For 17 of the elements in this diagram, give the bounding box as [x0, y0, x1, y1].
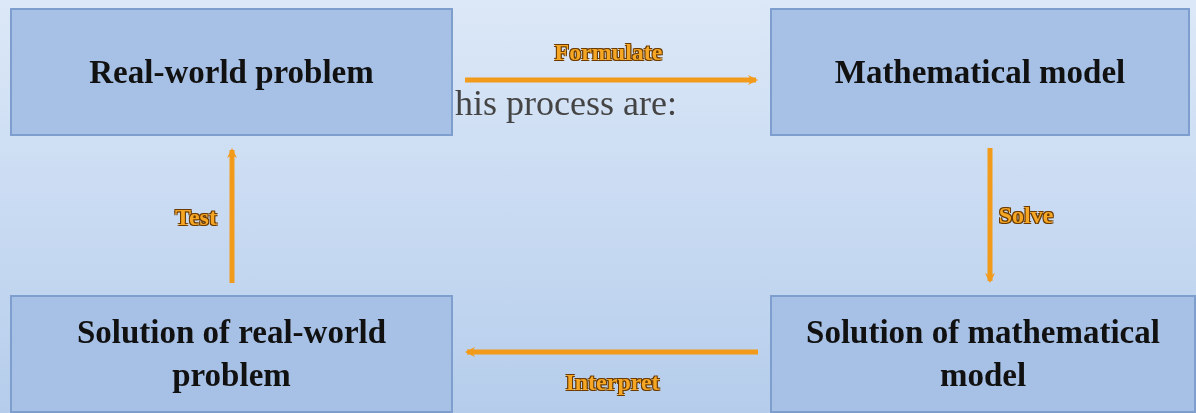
edge-label: Interpret [565, 368, 660, 396]
box-text: Solution of mathematical model [805, 313, 1161, 395]
arrow [465, 347, 758, 357]
arrow [985, 148, 995, 283]
background-text: his process are: [455, 82, 677, 124]
box-text: Mathematical model [833, 52, 1127, 92]
box-text: Solution of real-world problem [75, 313, 388, 395]
process-box [770, 295, 1196, 413]
edge-label: Formulate [554, 38, 663, 66]
arrow [465, 75, 758, 85]
process-box [10, 8, 453, 136]
box-text: Real-world problem [88, 52, 375, 92]
process-box [770, 8, 1190, 136]
process-box [10, 295, 453, 413]
edge-label: Test [175, 203, 217, 230]
edge-label: Solve [998, 201, 1054, 228]
arrow [227, 148, 237, 283]
